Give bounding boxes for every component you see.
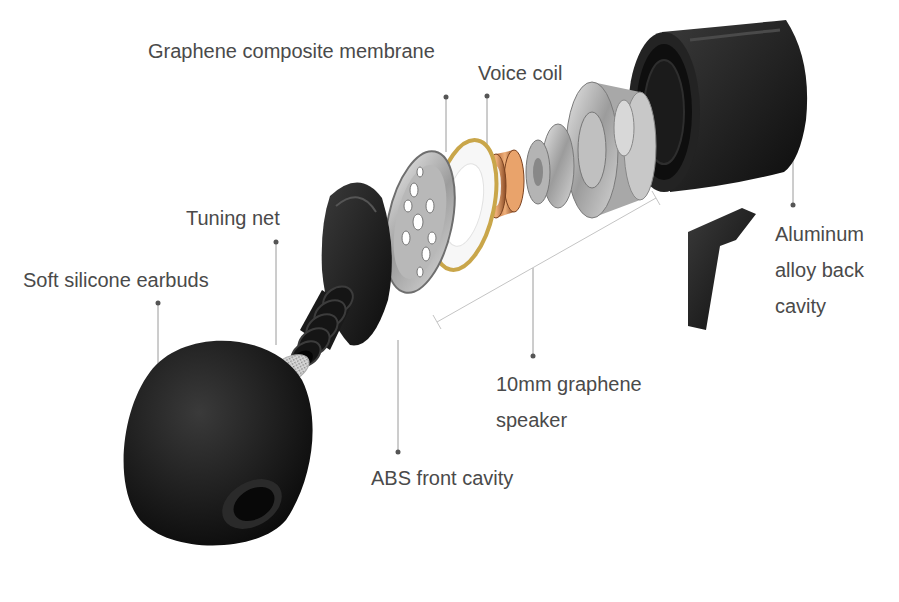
part-label: Soft silicone earbuds [23,262,209,298]
silicone-earbud [124,341,313,546]
perforated-disc [422,247,430,261]
leader-lines [533,268,534,356]
leader-dots [156,301,161,306]
part-label: Graphene composite membrane [148,33,435,69]
stem-piece [688,208,756,330]
front-cavity [287,182,392,373]
back-cavity [690,30,780,40]
part-label: Tuning net [186,200,280,236]
part-label: Aluminum alloy back cavity [775,216,893,324]
perforated-disc [417,267,423,277]
perforated-disc [417,167,423,177]
front-cavity [336,197,376,212]
magnet-assembly [526,82,656,218]
part-label: ABS front cavity [371,460,513,496]
leader-dots [396,450,401,455]
leader-dots [791,203,796,208]
silicone-earbud [124,341,313,546]
part-label: Voice coil [478,55,563,91]
voice-coil [504,150,524,212]
magnet-assembly [533,158,543,186]
leader-lines [446,97,447,152]
part-label: 10mm graphene speaker [496,366,671,438]
perforated-disc [426,199,434,213]
magnet-assembly [526,140,550,204]
silicone-earbud [213,469,290,539]
perforated-disc [410,183,418,197]
leader-lines [276,242,277,345]
perforated-disc [402,167,436,277]
leader-lines [398,340,399,452]
leader-dots [485,94,490,99]
magnet-assembly [578,112,606,188]
perforated-disc [404,200,412,212]
leader-dots [444,95,449,100]
leader-lines [433,315,441,329]
perforated-disc [428,232,436,244]
leader-dots [274,240,279,245]
leader-lines [487,96,488,150]
magnet-assembly [566,82,618,218]
leader-dots [531,354,536,359]
magnet-assembly [614,100,634,156]
perforated-disc [384,160,455,283]
leader-lines [652,191,660,205]
perforated-disc [402,231,410,245]
stem-piece [688,208,756,330]
perforated-disc [413,214,423,230]
silicone-earbud [227,480,280,528]
